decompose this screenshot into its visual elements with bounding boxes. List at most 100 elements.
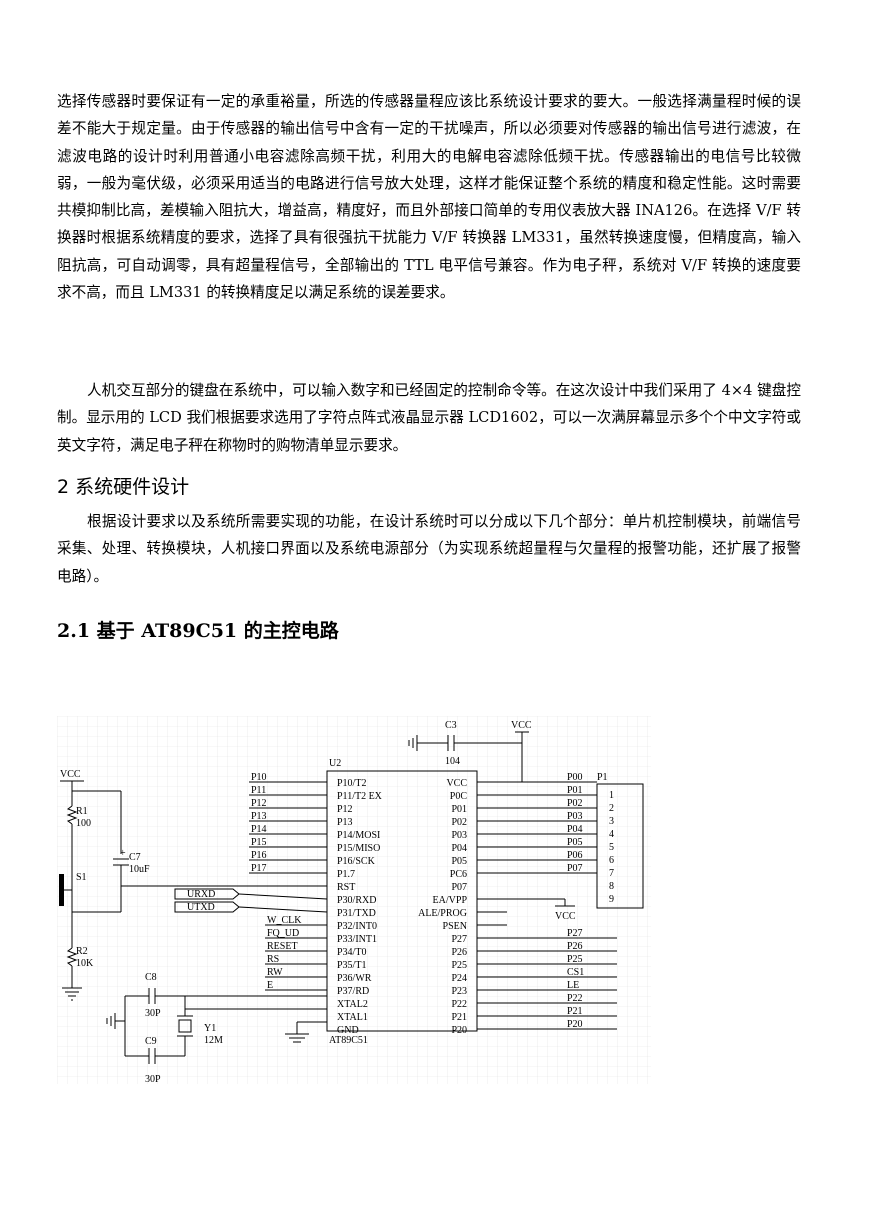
connector-pin-number: 3	[609, 816, 614, 827]
svg-text:R2: R2	[76, 946, 88, 957]
chip-pin-label: P35/T1	[337, 960, 366, 971]
net-label: P14	[251, 824, 267, 835]
connector-p1: P1	[596, 772, 644, 909]
net-label: RS	[267, 954, 279, 965]
chip-pin-label: P34/T0	[337, 947, 366, 958]
chip-pin-label: EA/VPP	[433, 895, 468, 906]
svg-text:30P: 30P	[145, 1074, 161, 1084]
net-label: P27	[567, 928, 583, 939]
serial-port-labels: URXD UTXD	[174, 888, 328, 913]
chip-right-pins: VCCP0CP01P02P03P04P05PC6P07EA/VPPALE/PRO…	[418, 778, 467, 1036]
chip-pin-label: P37/RD	[337, 986, 369, 997]
net-label: P03	[567, 811, 583, 822]
net-label: P22	[567, 993, 583, 1004]
chip-pin-label: P1.7	[337, 869, 355, 880]
svg-text:10K: 10K	[76, 958, 94, 969]
chip-pin-label: P36/WR	[337, 973, 372, 984]
net-label: P10	[251, 772, 267, 783]
chip-ref-label: U2	[329, 758, 341, 769]
chip-pin-label: P26	[451, 947, 467, 958]
connector-pin-number: 2	[609, 803, 614, 814]
chip-pin-label: P22	[451, 999, 467, 1010]
chip-pin-label: XTAL2	[337, 999, 368, 1010]
chip-pin-label: P03	[451, 830, 467, 841]
chip-pin-label: GND	[337, 1025, 359, 1036]
svg-text:S1: S1	[76, 872, 87, 883]
svg-text:10uF: 10uF	[129, 864, 150, 875]
net-label: P00	[567, 772, 583, 783]
section-heading-main-control-circuit: 2.1 基于 AT89C51 的主控电路	[57, 620, 339, 642]
chip-pin-label: P16/SCK	[337, 856, 376, 867]
chip-pin-label: PSEN	[443, 921, 467, 932]
capacitor-c8: C8 30P	[125, 972, 327, 1019]
svg-text:12M: 12M	[204, 1035, 223, 1046]
net-label: P21	[567, 1006, 583, 1017]
net-label: P20	[567, 1019, 583, 1030]
net-label: P04	[567, 824, 583, 835]
chip-pin-label: P01	[451, 804, 467, 815]
chip-pin-label: P20	[451, 1025, 467, 1036]
schematic-grid	[57, 716, 651, 1084]
capacitor-c9: C9 30P	[124, 996, 185, 1084]
svg-text:C3: C3	[445, 720, 457, 731]
chip-pin-label: P05	[451, 856, 467, 867]
connector-pin-number: 8	[609, 881, 614, 892]
chip-pin-label: P04	[451, 843, 467, 854]
chip-name-label: AT89C51	[329, 1035, 368, 1046]
net-label: LE	[567, 980, 579, 991]
net-label: P16	[251, 850, 267, 861]
net-label: P12	[251, 798, 267, 809]
switch-s1: S1	[59, 866, 87, 912]
svg-text:VCC: VCC	[511, 720, 532, 731]
svg-text:100: 100	[76, 818, 91, 829]
chip-pin-label: P27	[451, 934, 467, 945]
svg-text:C9: C9	[145, 1036, 157, 1047]
chip-pin-label: P12	[337, 804, 353, 815]
chip-pin-label: P10/T2	[337, 778, 366, 789]
chip-pin-label: RST	[337, 882, 355, 893]
net-label: RESET	[267, 941, 298, 952]
net-label: W_CLK	[267, 915, 302, 926]
svg-text:URXD: URXD	[187, 889, 215, 900]
chip-pin-label: P0C	[450, 791, 468, 802]
paragraph-sensor-selection: 选择传感器时要保证有一定的承重裕量，所选的传感器量程应该比系统设计要求的要大。一…	[57, 93, 801, 302]
chip-pin-label: P13	[337, 817, 353, 828]
chip-pin-label: VCC	[446, 778, 467, 789]
net-label: E	[267, 980, 273, 991]
net-label: FQ_UD	[267, 928, 299, 939]
connector-pin-number: 9	[609, 894, 614, 905]
chip-pin-label: XTAL1	[337, 1012, 368, 1023]
chip-pin-label: P31/TXD	[337, 908, 376, 919]
ground-symbol-c3	[408, 735, 418, 751]
right-net-labels: P00P01P02P03P04P05P06P07P27P26P25CS1LEP2…	[477, 772, 617, 1030]
vcc-symbol-left: VCC	[60, 769, 122, 854]
svg-text:VCC: VCC	[60, 769, 81, 780]
connector-pin-number: 7	[609, 868, 614, 879]
net-label: P07	[567, 863, 583, 874]
chip-pin-label: P15/MISO	[337, 843, 380, 854]
connector-pin-number: 4	[609, 829, 614, 840]
chip-pin-label: P21	[451, 1012, 467, 1023]
chip-pin-label: P23	[451, 986, 467, 997]
svg-text:Y1: Y1	[204, 1023, 216, 1034]
chip-pin-label: P02	[451, 817, 467, 828]
net-label: P26	[567, 941, 583, 952]
svg-text:30P: 30P	[145, 1008, 161, 1019]
resistor-r2: R2 10K	[66, 886, 122, 988]
net-label: P11	[251, 785, 266, 796]
net-label: P05	[567, 837, 583, 848]
chip-pin-label: P25	[451, 960, 467, 971]
capacitor-c7: C7 10uF +	[113, 848, 327, 887]
chip-pin-label: P14/MOSI	[337, 830, 380, 841]
svg-text:P1: P1	[597, 772, 608, 783]
net-label: P17	[251, 863, 267, 874]
crystal-y1: Y1 12M	[177, 996, 327, 1056]
connector-pin-number: 6	[609, 855, 614, 866]
ground-symbol-chip	[285, 1021, 327, 1043]
svg-text:C8: C8	[145, 972, 157, 983]
paragraph-system-modules: 根据设计要求以及系统所需要实现的功能，在设计系统时可以分成以下几个部分：单片机控…	[57, 513, 801, 585]
